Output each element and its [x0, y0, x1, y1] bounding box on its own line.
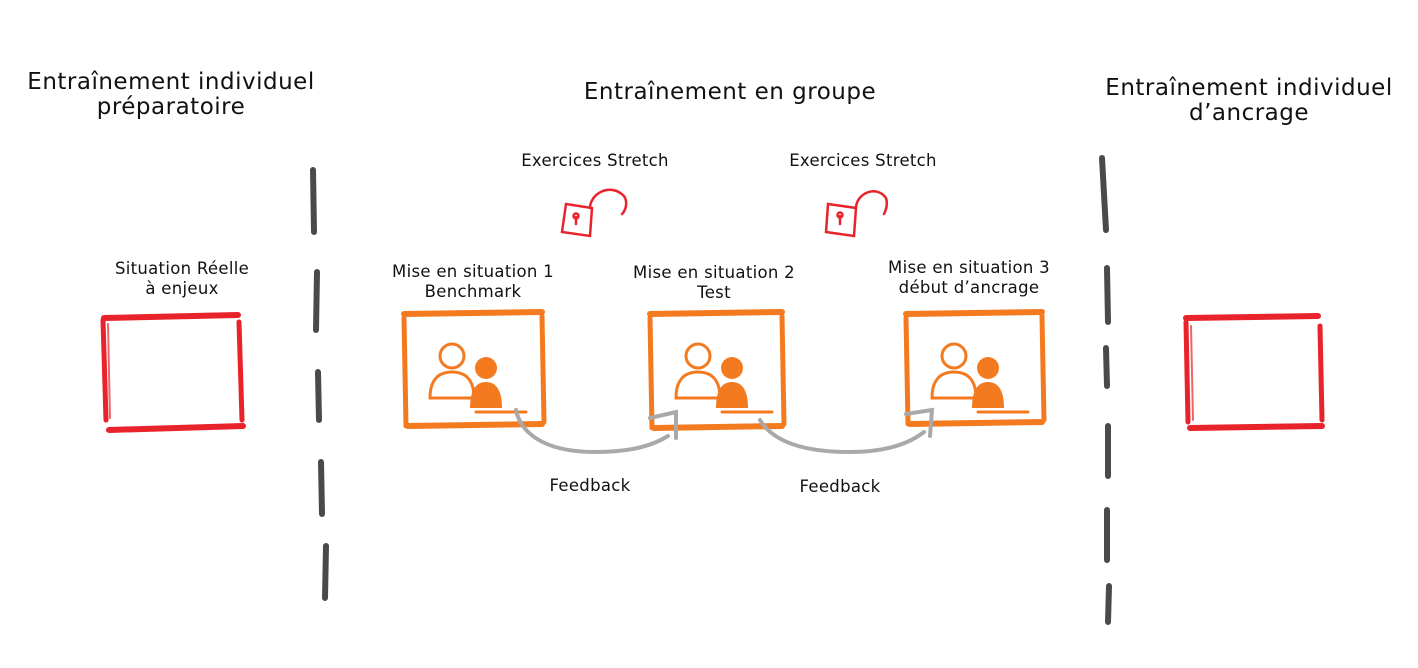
situation-1-box [401, 309, 547, 429]
situation-1-label-line-2: Benchmark [424, 282, 522, 301]
situation-3-label: Mise en situation 3 début d’ancrage [856, 258, 1082, 298]
people-icon [428, 342, 528, 414]
anchoring-box [1183, 313, 1325, 431]
feedback-label-1: Feedback [549, 476, 631, 495]
situation-3-box [903, 309, 1047, 427]
situation-3-label-line-1: Mise en situation 3 [888, 258, 1050, 277]
situation-2-label: Mise en situation 2 Test [609, 263, 819, 303]
situation-3-label-line-2: début d’ancrage [898, 278, 1040, 297]
stretch-label-2: Exercices Stretch [789, 151, 937, 170]
situation-1-label: Mise en situation 1 Benchmark [368, 262, 578, 302]
real-situation-label-line-1: Situation Réelle [114, 259, 250, 278]
right-section-title-line-2: d’ancrage [1188, 100, 1310, 126]
right-separator [1099, 155, 1112, 625]
real-situation-box [100, 312, 246, 433]
situation-2-box [647, 309, 787, 431]
left-section-title-line-2: préparatoire [96, 94, 246, 120]
unlocked-padlock-icon [824, 190, 889, 238]
real-situation-label-line-2: à enjeux [145, 279, 219, 298]
left-separator [310, 167, 329, 601]
situation-2-label-line-1: Mise en situation 2 [633, 263, 795, 282]
people-icon [674, 342, 774, 414]
situation-1-label-line-1: Mise en situation 1 [392, 262, 554, 281]
right-section-title-line-1: Entraînement individuel [1105, 75, 1393, 101]
feedback-arrow-1 [514, 408, 678, 455]
left-section-title-line-1: Entraînement individuel [27, 69, 315, 95]
real-situation-label: Situation Réelle à enjeux [74, 259, 290, 299]
right-section-title: Entraînement individuel d’ancrage [1090, 76, 1408, 126]
feedback-arrow-2 [758, 407, 935, 455]
feedback-label-2: Feedback [799, 477, 881, 496]
left-section-title: Entraînement individuel préparatoire [10, 70, 332, 120]
people-icon [930, 342, 1030, 414]
stretch-label-1: Exercices Stretch [521, 151, 669, 170]
situation-2-label-line-2: Test [697, 283, 731, 302]
center-section-title: Entraînement en groupe [583, 79, 877, 105]
unlocked-padlock-icon [560, 188, 628, 238]
